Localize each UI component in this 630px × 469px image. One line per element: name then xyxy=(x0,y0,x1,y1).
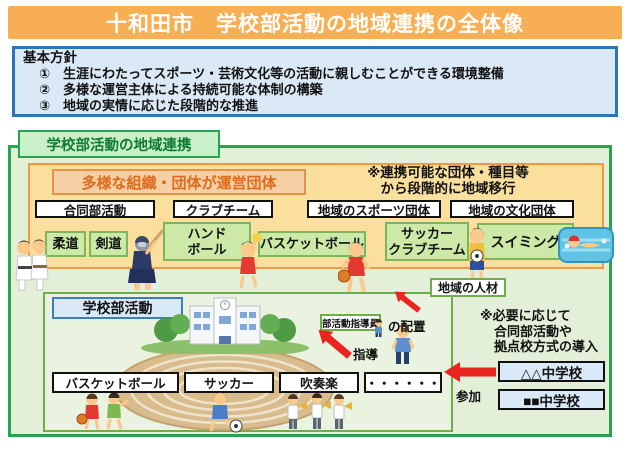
organizations-heading: 多様な組織・団体が運営団体 xyxy=(81,174,277,192)
kendo-illustration xyxy=(122,227,168,291)
transition-note-line1: ※連携可能な団体・種目等 xyxy=(367,165,529,180)
club-basketball-box: バスケットボール xyxy=(52,372,179,393)
participation-arrow-icon xyxy=(443,361,497,383)
org-type-sports-org: 地域のスポーツ団体 xyxy=(307,200,441,218)
school-a-box: △△中学校 xyxy=(498,361,605,382)
org-type-culture-org: 地域の文化団体 xyxy=(450,200,574,218)
brass-band-illustration xyxy=(281,392,353,432)
basketball-kids-illustration xyxy=(76,393,134,431)
club-others-box: ・・・・・・ xyxy=(364,372,442,393)
policy-box: 基本方針 ① 生涯にわたってスポーツ・芸術文化等の活動に親しむことができる環境整… xyxy=(12,46,618,117)
title-banner: 十和田市 学校部活動の地域連携の全体像 xyxy=(8,6,622,39)
soccer-kid-illustration xyxy=(462,227,492,291)
placement-label: の配置 xyxy=(388,320,426,334)
activity-kendo: 剣道 xyxy=(89,231,128,257)
instructor-illustration xyxy=(390,325,416,365)
placement-arrow-icon xyxy=(390,286,424,317)
basketball-player-illustration xyxy=(338,240,374,302)
instruction-arrow-icon xyxy=(312,323,356,364)
club-soccer-box: サッカー xyxy=(184,372,274,393)
organizations-heading-box: 多様な組織・団体が運営団体 xyxy=(52,169,306,195)
judo-illustration xyxy=(14,236,50,292)
policy-item-3: ③ 地域の実情に応じた段階的な推進 xyxy=(39,98,259,113)
participation-label: 参加 xyxy=(456,390,482,404)
policy-item-2: ② 多様な運営主体による持続可能な体制の構築 xyxy=(39,82,323,97)
org-type-club-team: クラブチーム xyxy=(173,200,273,218)
handball-player-illustration xyxy=(233,232,267,294)
transition-note: ※連携可能な団体・種目等 から段階的に地域移行 xyxy=(318,165,578,197)
activity-judo: 柔道 xyxy=(45,231,86,257)
activity-handball: ハンドボール xyxy=(163,222,251,261)
right-note-line3: 拠点校方式の導入 xyxy=(494,339,599,354)
org-type-joint-club: 合同部活動 xyxy=(35,200,155,218)
activity-soccer-club: サッカークラブチーム xyxy=(385,222,469,261)
activity-swimming: スイミング xyxy=(477,223,574,260)
club-brass-band-box: 吹奏楽 xyxy=(279,372,359,393)
school-building-illustration xyxy=(140,294,310,354)
school-club-label-box: 学校部活動 xyxy=(52,297,183,319)
right-note-line2: 合同部活動や xyxy=(494,324,573,339)
policy-heading: 基本方針 xyxy=(23,50,77,65)
right-note-line1: ※必要に応じて xyxy=(480,308,571,323)
swimmer-illustration xyxy=(558,224,614,264)
school-b-box: ■■中学校 xyxy=(498,389,605,410)
page-title: 十和田市 学校部活動の地域連携の全体像 xyxy=(106,12,524,36)
policy-item-1: ① 生涯にわたってスポーツ・芸術文化等の活動に親しむことができる環境整備 xyxy=(39,66,504,81)
section-tab: 学校部活動の地域連携 xyxy=(18,130,220,158)
regional-personnel-box: 地域の人材 xyxy=(430,278,506,297)
section-tab-label: 学校部活動の地域連携 xyxy=(46,137,192,154)
soccer-kid-bottom-illustration xyxy=(202,392,244,434)
transition-note-line2: から段階的に地域移行 xyxy=(380,181,516,196)
instruction-label: 指導 xyxy=(353,348,379,362)
activity-basketball: バスケットボール xyxy=(258,231,366,257)
tiny-person-icon xyxy=(372,319,385,337)
